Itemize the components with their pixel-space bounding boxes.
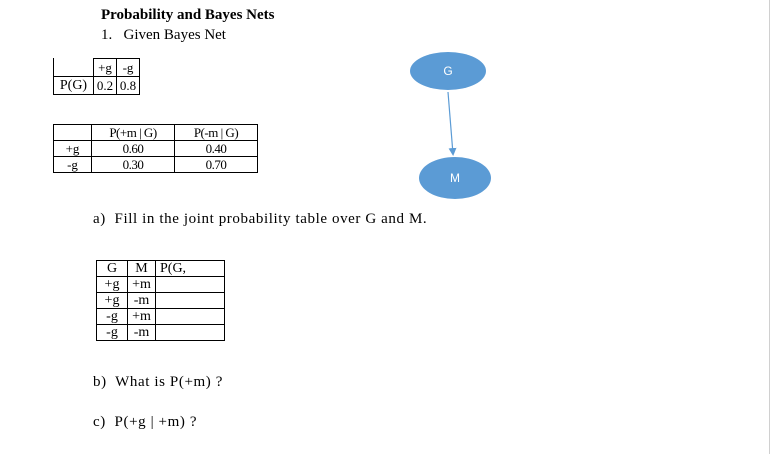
value-cell: 0.2 xyxy=(93,76,117,95)
table-row: -g -m xyxy=(96,324,225,341)
conditional-probability-table: P(+m | G) P(-m | G) +g 0.60 0.40 -g 0.30… xyxy=(53,124,258,173)
table-row: -g 0.30 0.70 xyxy=(53,156,258,173)
m-cell: +m xyxy=(127,276,156,293)
value-cell: 0.8 xyxy=(116,76,140,95)
header-cell: P(G, xyxy=(155,260,225,277)
node-g-label: G xyxy=(443,64,452,78)
table-row: +g -m xyxy=(96,292,225,309)
probability-cell[interactable] xyxy=(155,276,225,293)
question-a: a) Fill in the joint probability table o… xyxy=(93,211,428,227)
row-label: -g xyxy=(53,156,92,173)
prior-table: +g -g P(G) 0.2 0.8 xyxy=(53,58,140,95)
header-cell: M xyxy=(127,260,156,277)
value-cell: 0.70 xyxy=(174,156,258,173)
m-cell: -m xyxy=(127,292,156,309)
probability-cell[interactable] xyxy=(155,324,225,341)
table-row: +g +m xyxy=(96,276,225,293)
node-m xyxy=(419,157,491,199)
joint-probability-table: G M P(G, +g +m +g -m -g +m -g -m xyxy=(96,260,225,341)
question-c: c) P(+g | +m) ? xyxy=(93,414,198,430)
probability-cell[interactable] xyxy=(155,308,225,325)
value-cell: 0.30 xyxy=(91,156,175,173)
page-edge xyxy=(769,0,770,454)
section-heading: 1. Given Bayes Net xyxy=(101,27,226,43)
document-title: Probability and Bayes Nets xyxy=(101,7,275,23)
g-cell: +g xyxy=(96,292,128,309)
value-cell: 0.40 xyxy=(174,140,258,157)
header-cell-text: P(G, xyxy=(160,261,187,276)
node-m-label: M xyxy=(450,171,460,185)
m-cell: -m xyxy=(127,324,156,341)
question-b: b) What is P(+m) ? xyxy=(93,374,223,390)
table-row: +g 0.60 0.40 xyxy=(53,140,258,157)
header-cell: +g xyxy=(93,58,117,77)
probability-cell[interactable] xyxy=(155,292,225,309)
table-row: -g +m xyxy=(96,308,225,325)
header-cell: G xyxy=(96,260,128,277)
header-cell: P(-m | G) xyxy=(174,124,258,141)
g-cell: -g xyxy=(96,324,128,341)
g-cell: -g xyxy=(96,308,128,325)
g-cell: +g xyxy=(96,276,128,293)
edge-g-to-m xyxy=(447,91,457,156)
node-g xyxy=(410,52,486,90)
m-cell: +m xyxy=(127,308,156,325)
